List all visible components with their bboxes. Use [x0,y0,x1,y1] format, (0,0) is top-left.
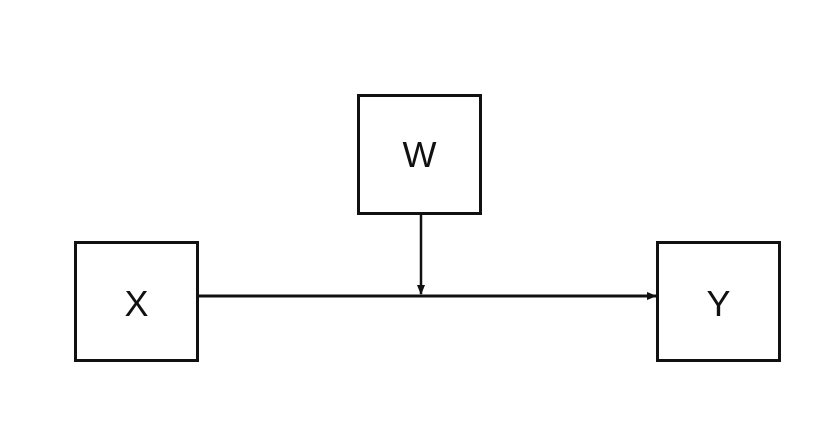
node-x-label: X [124,282,149,324]
node-w: W [357,94,482,215]
node-x: X [74,241,199,362]
node-y-label: Y [706,282,731,324]
node-w-label: W [402,133,437,175]
node-y: Y [656,241,781,362]
